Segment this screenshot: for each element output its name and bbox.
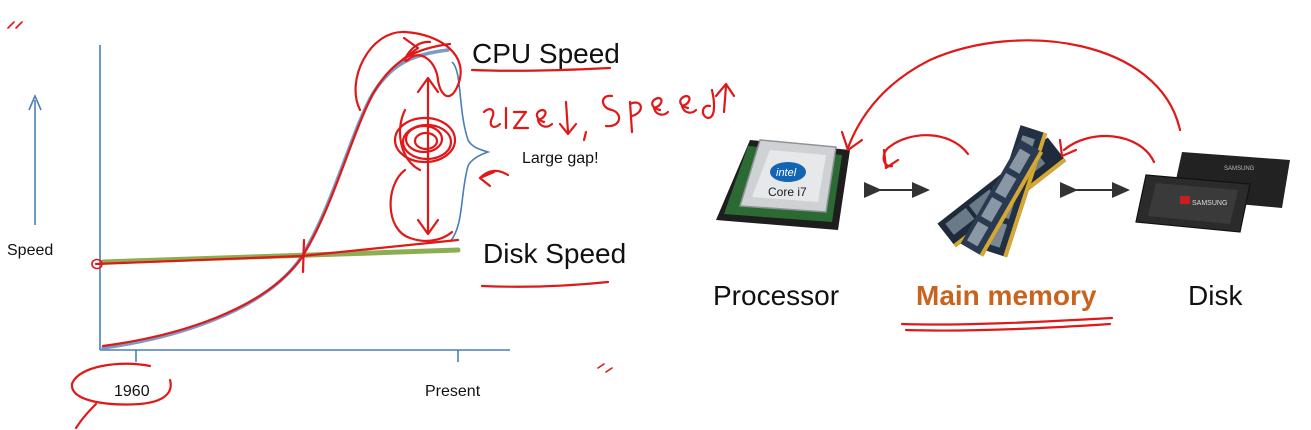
ink-note-p [628,100,642,134]
ink-disk-to-memory-arc [1062,135,1156,164]
disk-label: Disk [1188,280,1243,311]
ink-gap-arrow-down [416,218,440,236]
ink-circle-tail [74,402,98,430]
ram-chip-3d [1009,148,1031,174]
ram-chip-3a [967,221,989,247]
processor-label: Processor [713,280,839,311]
ink-memory-to-cpu-arrowhead [882,148,900,170]
ink-note-e2 [651,96,670,116]
intel-logo-badge [770,162,806,182]
ssd-front-face [1148,183,1238,224]
ink-circle-1960 [70,362,172,406]
ssd-accent [1180,196,1190,204]
ink-memory-underline-2 [904,322,1112,332]
ram-contacts-3 [979,150,1044,257]
handwritten-annotations-diagram [840,39,1182,332]
ink-mid-curve [398,108,422,172]
cpu-speed-label: CPU Speed [472,38,620,69]
ink-disk-to-cpu-arrowhead [840,130,864,152]
x-tick-label-present: Present [425,383,481,400]
ram-chip-3c [995,172,1017,198]
ink-gap-arrow-up [416,76,440,94]
ink-note-down-arrow [558,100,578,136]
ink-cpu-arrow [400,36,420,62]
ink-brace-arrowhead [478,170,496,188]
gap-brace [449,61,491,243]
ink-note-d [701,88,716,120]
ink-scribble-1 [393,116,457,164]
speed-chart: Speed 1960 Present CPU Speed Disk Speed … [7,38,626,400]
ink-note-z [512,110,530,130]
cpu-speed-curve [101,48,450,350]
ink-stray-mark [597,363,613,373]
processor-chip-image: intel Core i7 [716,139,850,230]
ram-chip-1a [945,207,975,235]
ink-scribble-2 [401,123,453,161]
ssd-brand-text: SAMSUNG [1192,200,1227,207]
ink-intersection-tick [301,238,306,274]
ink-note-e3 [679,94,698,114]
ink-disk-trace [94,238,460,266]
main-memory-image [937,125,1067,258]
ink-disk-start-mark [91,258,103,270]
ink-cpu-loop [354,30,462,112]
ink-scribble-3 [404,124,444,154]
ink-memory-underline-1 [900,316,1114,326]
ssd-brand-text-back: SAMSUNG [1224,166,1255,172]
ink-cpu-trace [101,42,452,348]
disk-image: SAMSUNG SAMSUNG [1135,152,1290,233]
ram-chip-2a [987,220,1008,248]
ink-note-e [535,108,554,128]
ink-cpu-underline [470,66,612,72]
ink-disk-to-cpu-arc [846,39,1182,150]
ink-scribble-4 [413,131,439,151]
ink-mark-corner [7,21,23,29]
y-direction-arrowhead [28,93,42,111]
ink-disk-underline [480,280,610,288]
ink-note-s [482,108,502,128]
ink-note-up-arrow [714,82,736,114]
ink-disk-to-memory-arrowhead [1058,138,1078,158]
main-memory-label: Main memory [916,280,1097,311]
ram-chip-3b [981,197,1003,223]
y-axis-label: Speed [7,242,53,259]
ink-note-s2 [601,94,621,128]
memory-hierarchy-diagram: intel Core i7 [713,125,1290,311]
large-gap-label: Large gap! [522,150,599,167]
ink-note-comma [582,130,588,142]
ink-lower-loop [389,168,454,242]
chip-model-text: Core i7 [768,185,807,199]
intel-logo-text: intel [776,167,797,179]
handwritten-annotations-chart [7,21,736,430]
disk-speed-label: Disk Speed [483,238,626,269]
x-tick-label-1960: 1960 [114,383,150,400]
